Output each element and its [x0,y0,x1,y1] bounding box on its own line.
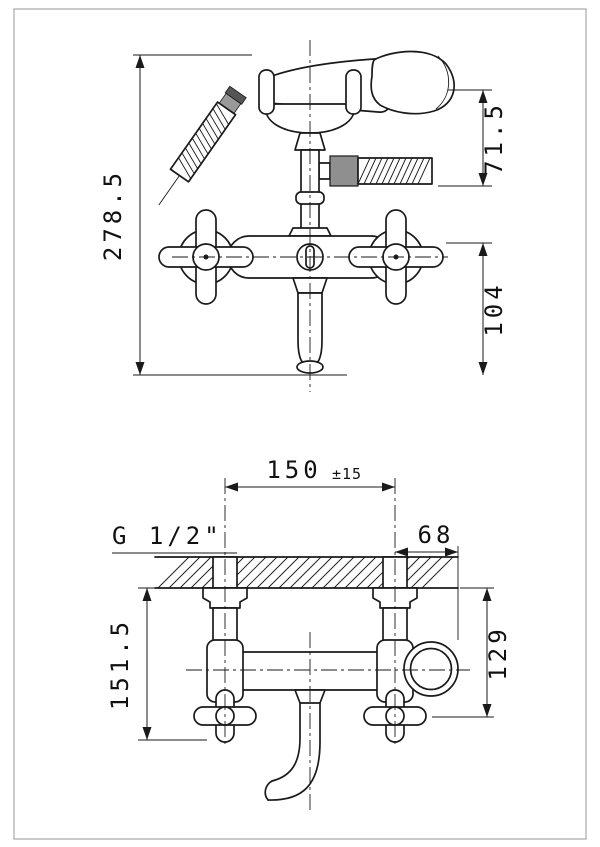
shower-head [370,50,455,115]
shower-hose-diagonal [158,85,247,206]
shower-hose-horizontal [318,155,433,187]
shower-holder-ring [403,641,459,697]
spout-outer-edge [267,702,321,801]
dim-text-right-height: 129 [484,625,512,680]
centerlines [172,40,470,812]
hose-ribbed-section [357,157,433,185]
ring-inner [409,647,453,691]
spout-front [264,689,326,801]
thread-size-label: G 1/2" [112,522,223,550]
wall-hatch [157,556,454,589]
hose-ribbed-section [169,101,237,183]
dim-text-left-height: 151.5 [106,618,134,710]
dim-text-lower-right: 104 [480,281,508,336]
hose-ribs [178,103,230,179]
dimensions: 278.5 71.5 104 150 ±15 G 1/2" 68 151.5 1… [99,54,512,741]
hand-shower [258,50,455,134]
dim-text-center-distance: 150 [266,456,321,484]
shower-head-face-line [435,55,450,110]
hose-connector-block [329,155,359,187]
dim-text-tolerance: ±15 [332,465,362,483]
cradle-prong-left [258,69,275,115]
bottom-view [154,556,459,801]
hose-tail [158,175,180,206]
dim-text-offset-right: 68 [418,521,455,549]
dim-text-upper-right: 71.5 [480,101,508,175]
spout-inner-edge [271,702,301,782]
hose-nipple [318,162,331,180]
cradle-prong-right [345,69,362,115]
hose-ribs [357,157,431,185]
spout-outlet-face [264,780,273,801]
top-view [158,50,455,374]
page-border [13,8,587,840]
dim-text-total-height: 278.5 [99,169,127,261]
wall-section [154,556,459,589]
